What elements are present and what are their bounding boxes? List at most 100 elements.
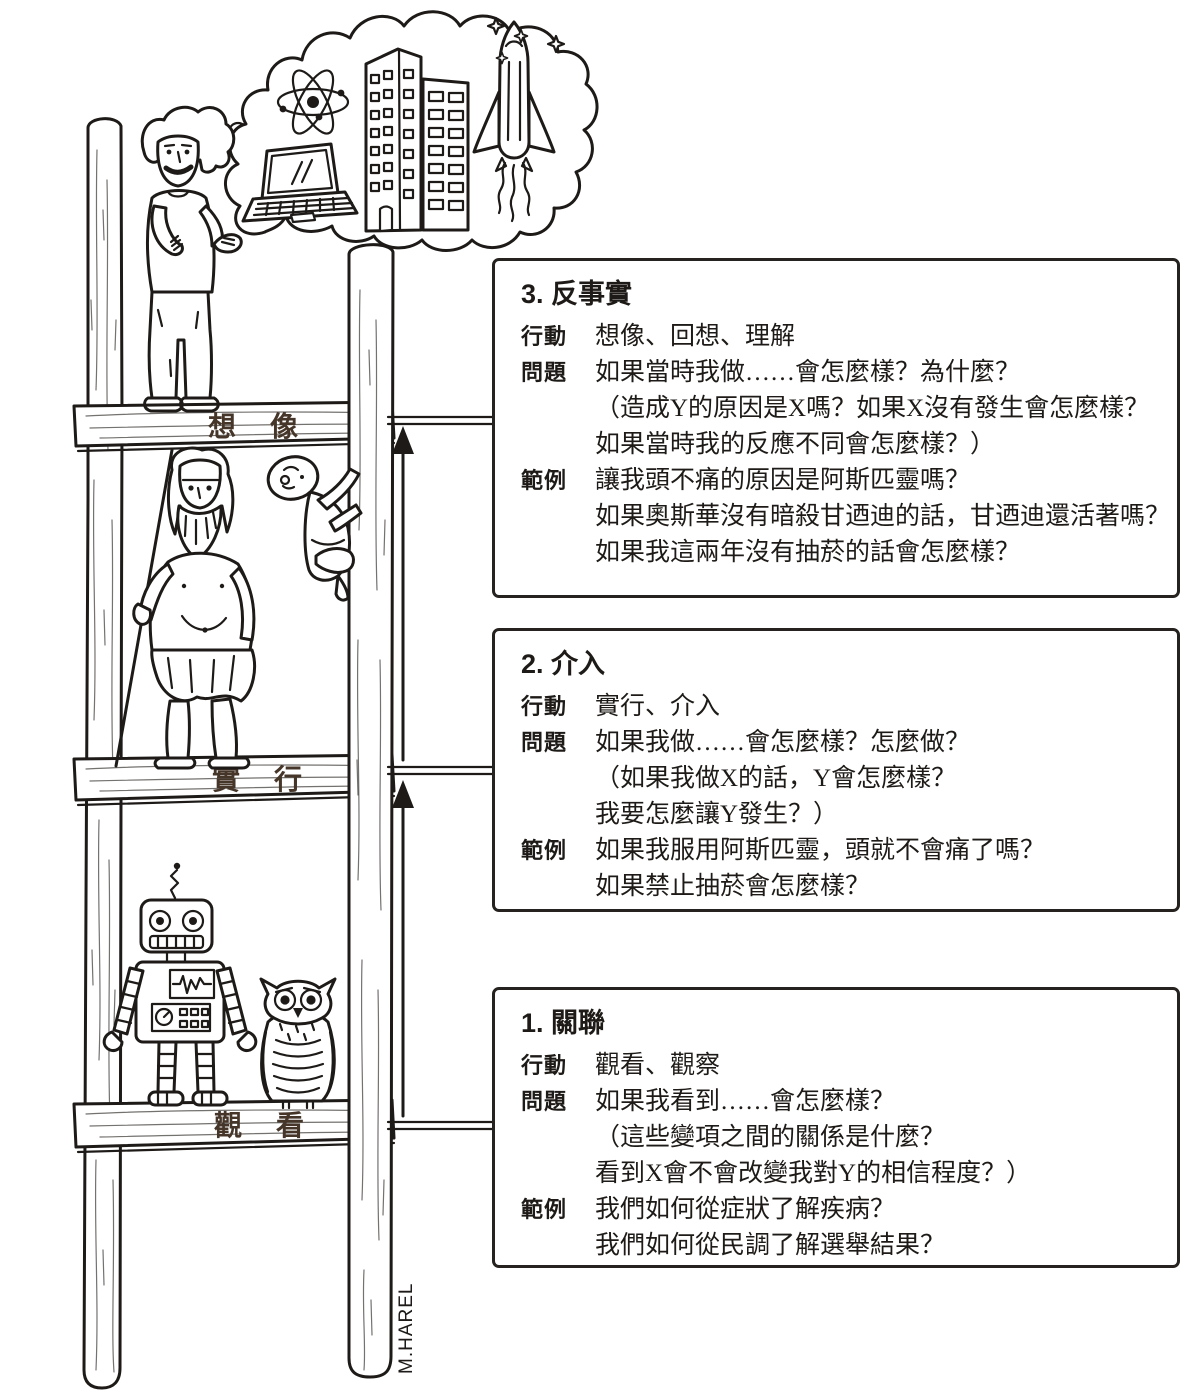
example-row-cont: 我們如何從民調了解選舉結果？: [521, 1228, 1159, 1264]
intervention-box: 2. 介入 行動 實行、介入 問題 如果我做……會怎麼樣？怎麼做？ （如果我做X…: [492, 628, 1180, 912]
example-text: 如果禁止抽菸會怎麼樣？: [595, 873, 871, 900]
example-text: 如果我這兩年沒有抽菸的話會怎麼樣？: [595, 539, 1021, 566]
thought-bubble: [198, 10, 599, 252]
robot-claw-right: [236, 1030, 258, 1052]
action-text: 想像、回想、理解: [595, 323, 796, 350]
action-label: 行動: [521, 1053, 568, 1078]
action-row: 行動 觀看、觀察: [521, 1048, 1159, 1084]
example-row: 範例 如果我服用阿斯匹靈，頭就不會痛了嗎？: [521, 833, 1159, 869]
baby-ear: [279, 474, 291, 486]
example-label: 範例: [521, 468, 568, 493]
question-text: 如果我做……會怎麼樣？怎麼做？: [595, 729, 971, 756]
counterfactual-box-title: 3. 反事實: [521, 279, 633, 309]
owl-figure: [259, 977, 337, 1110]
question-text: （這些變項之間的關係是什麼？: [595, 1124, 946, 1151]
caveman-leg-left: [165, 699, 191, 760]
caveman-arm-hanging: [229, 566, 256, 642]
example-label: 範例: [521, 1197, 568, 1222]
caveman-foot-right: [207, 756, 251, 770]
counterfactual-box: 3. 反事實 行動 想像、回想、理解 問題 如果當時我做……會怎麼樣？為什麼？ …: [492, 258, 1180, 598]
caveman-arm-spear: [138, 562, 175, 622]
question-text: （如果我做X的話，Y會怎麼樣？: [595, 765, 957, 792]
example-text: 如果奧斯華沒有暗殺甘迺迪的話，甘迺迪還活著嗎？: [595, 503, 1171, 530]
rung-label-imagining: 想像: [208, 411, 332, 443]
question-label: 問題: [521, 1089, 568, 1114]
up-arrow-seeing-to-doing: [392, 780, 414, 1118]
question-row-cont: 看到X會不會改變我對Y的相信程度？）: [521, 1156, 1159, 1192]
robot-claw-left: [102, 1030, 124, 1052]
robot-arm-left: [112, 966, 145, 1036]
caveman-navel: [202, 627, 208, 633]
question-text: 如果當時我的反應不同會怎麼樣？）: [595, 431, 996, 458]
action-label: 行動: [521, 324, 568, 349]
caveman-loincloth: [150, 648, 256, 703]
example-text: 我們如何從民調了解選舉結果？: [595, 1232, 946, 1259]
atom-icon: [276, 69, 350, 135]
caveman-hand-grip: [132, 602, 152, 626]
question-label: 問題: [521, 360, 568, 385]
intervention-box-title: 2. 介入: [521, 649, 606, 679]
einstein-mustache: [163, 164, 194, 175]
ladder-left-rail: [82, 117, 124, 1390]
space-shuttle-icon: [472, 20, 556, 223]
owl-feet: [281, 1099, 315, 1110]
question-row-cont: 如果當時我的反應不同會怎麼樣？）: [521, 427, 1159, 463]
association-box-title: 1. 關聯: [521, 1008, 606, 1038]
baby-arm-upper: [316, 467, 361, 511]
baby-leg-folded: [314, 547, 355, 574]
level-connectors: [386, 415, 494, 1131]
example-row: 範例 讓我頭不痛的原因是阿斯匹靈嗎？: [521, 463, 1159, 499]
owl-beak: [293, 1008, 303, 1018]
einstein-arm-on-chest: [150, 204, 184, 256]
ladder-right-rail: [347, 243, 395, 1379]
action-row: 行動 想像、回想、理解: [521, 319, 1159, 355]
example-row-cont: 如果我這兩年沒有抽菸的話會怎麼樣？: [521, 535, 1159, 571]
question-row: 問題 如果我看到……會怎麼樣？: [521, 1084, 1159, 1120]
question-text: 如果我看到……會怎麼樣？: [595, 1088, 896, 1115]
robot-arm-right: [215, 966, 248, 1036]
connector-doing: [386, 765, 494, 776]
question-label: 問題: [521, 730, 568, 755]
up-arrow-doing-to-imagining: [392, 426, 414, 762]
rung-doing: 實行: [72, 753, 396, 807]
rung-label-seeing: 觀看: [214, 1110, 338, 1142]
association-box: 1. 關聯 行動 觀看、觀察 問題 如果我看到……會怎麼樣？ （這些變項之間的關…: [492, 987, 1180, 1268]
rung-seeing: 觀看: [72, 1098, 396, 1154]
example-text: 讓我頭不痛的原因是阿斯匹靈嗎？: [595, 467, 971, 494]
caveman-beard: [176, 504, 223, 561]
einstein-figure: [140, 105, 243, 413]
question-row: 問題 如果我做……會怎麼樣？怎麼做？: [521, 725, 1159, 761]
einstein-pants: [147, 290, 213, 400]
stars-icon: [486, 16, 566, 65]
caveman-leg-right: [210, 697, 238, 760]
example-text: 我們如何從症狀了解疾病？: [595, 1196, 896, 1223]
buildings-icon: [364, 47, 470, 233]
owl-wings: [262, 1030, 334, 1094]
action-label: 行動: [521, 694, 568, 719]
robot-antenna: [169, 868, 180, 900]
action-text: 觀看、觀察: [595, 1052, 721, 1079]
question-text: （造成Y的原因是X嗎？如果X沒有發生會怎麼樣？: [595, 395, 1150, 422]
caveman-face: [178, 458, 222, 510]
question-text: 我要怎麼讓Y發生？）: [595, 801, 839, 828]
rung-imagining: 想像: [72, 400, 396, 453]
baby-diaper-line: [310, 538, 346, 546]
einstein-raised-arm: [198, 204, 224, 248]
einstein-shoe-right: [179, 396, 220, 413]
caveman-foot-left: [153, 756, 197, 770]
question-row-cont: （如果我做X的話，Y會怎麼樣？: [521, 761, 1159, 797]
laptop-icon: [241, 142, 359, 224]
robot-figure: [102, 862, 258, 1107]
owl-belly-stripes: [271, 1038, 325, 1094]
action-row: 行動 實行、介入: [521, 689, 1159, 725]
example-row: 範例 我們如何從症狀了解疾病？: [521, 1192, 1159, 1228]
question-row: 問題 如果當時我做……會怎麼樣？為什麼？: [521, 355, 1159, 391]
example-label: 範例: [521, 838, 568, 863]
example-row-cont: 如果奧斯華沒有暗殺甘迺迪的話，甘迺迪還活著嗎？: [521, 499, 1170, 535]
question-text: 看到X會不會改變我對Y的相信程度？）: [595, 1160, 1032, 1187]
question-row-cont: （這些變項之間的關係是什麼？: [521, 1120, 1159, 1156]
connector-seeing: [386, 1120, 494, 1131]
baby-arm-lower: [328, 503, 363, 533]
